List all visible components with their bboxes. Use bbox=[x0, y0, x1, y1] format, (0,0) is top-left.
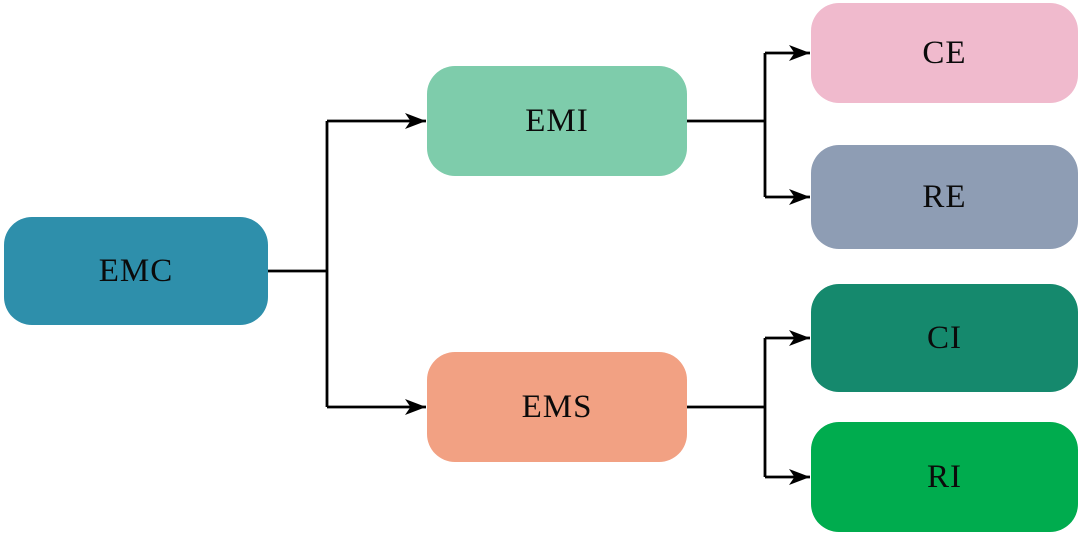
node-ri-label: RI bbox=[927, 458, 962, 495]
node-ems: EMS bbox=[427, 352, 687, 462]
node-re-label: RE bbox=[922, 178, 967, 215]
node-re: RE bbox=[811, 145, 1078, 249]
node-ci-label: CI bbox=[927, 319, 962, 356]
node-ri: RI bbox=[811, 422, 1078, 532]
node-emi-label: EMI bbox=[525, 102, 589, 139]
node-emc: EMC bbox=[4, 217, 268, 325]
node-ci: CI bbox=[811, 284, 1078, 392]
node-emi: EMI bbox=[427, 66, 687, 176]
node-ce: CE bbox=[811, 3, 1078, 103]
node-ce-label: CE bbox=[922, 34, 967, 71]
node-emc-label: EMC bbox=[98, 252, 174, 289]
node-ems-label: EMS bbox=[521, 388, 593, 425]
